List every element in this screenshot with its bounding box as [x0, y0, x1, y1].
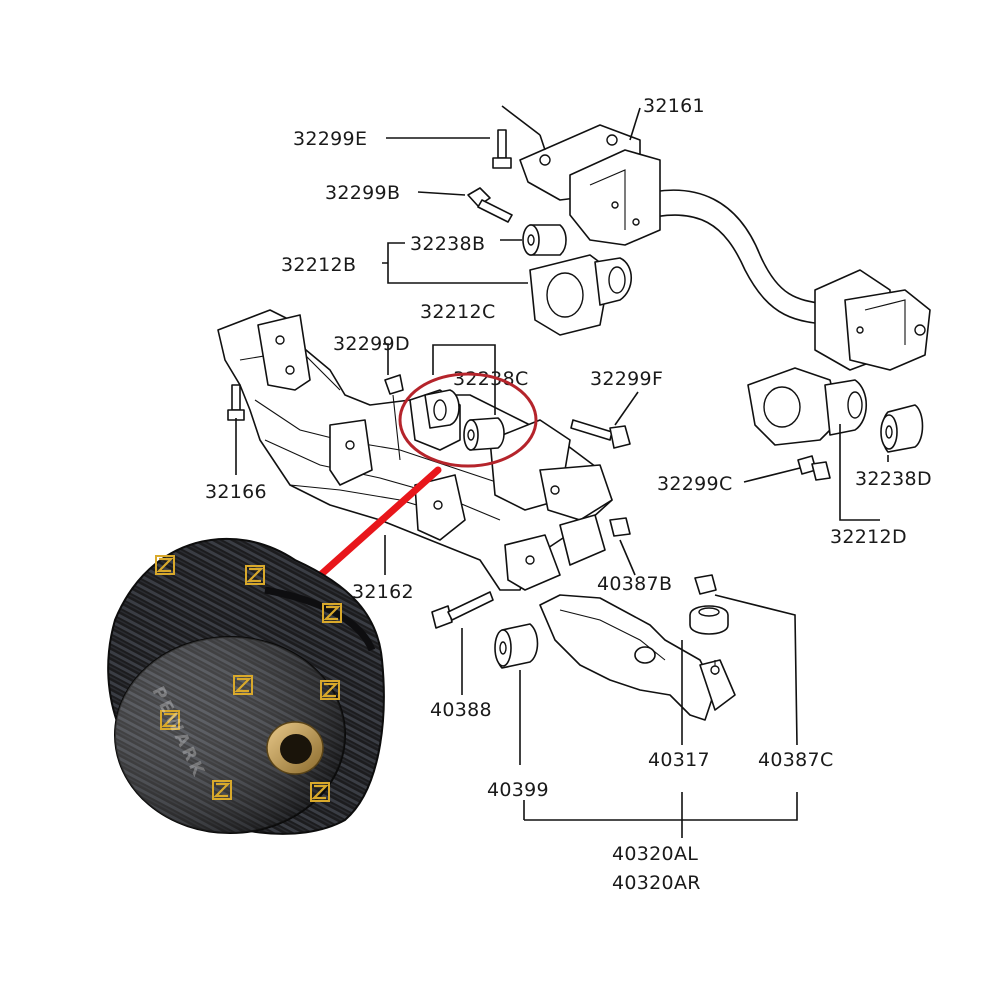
label-32238d: 32238D [855, 468, 932, 490]
part-labels: 32161 32299E 32299B 32238B 32212B 32212C… [205, 95, 932, 894]
label-32161: 32161 [643, 95, 705, 117]
label-32212c: 32212C [420, 301, 496, 323]
logo-mark-icon [320, 680, 340, 700]
logo-mark-icon [310, 782, 330, 802]
label-40317: 40317 [648, 749, 710, 771]
bolt-40388 [431, 591, 494, 629]
label-32238b: 32238B [410, 233, 485, 255]
label-32299e: 32299E [293, 128, 367, 150]
leader-lines [235, 105, 889, 838]
logo-mark-icon [233, 675, 253, 695]
logo-mark-icon [160, 710, 180, 730]
label-40399: 40399 [487, 779, 549, 801]
highlight-circle [398, 372, 538, 468]
logo-mark-icon [155, 555, 175, 575]
label-32299b: 32299B [325, 182, 400, 204]
label-40388: 40388 [430, 699, 492, 721]
label-32162: 32162 [352, 581, 414, 603]
bushing-32238d [880, 404, 924, 453]
stabilizer-bar [519, 124, 931, 371]
logo-mark-icon [245, 565, 265, 585]
mount-32212c [409, 389, 505, 451]
logo-mark-icon [322, 603, 342, 623]
bolt-32299c [797, 455, 831, 481]
nut-40387c [694, 574, 717, 595]
label-32299d: 32299D [333, 333, 410, 355]
label-40387b: 40387B [597, 573, 672, 595]
bracket-32212b [529, 254, 633, 336]
bolt-32299d [384, 374, 404, 461]
label-40320ar: 40320AR [612, 872, 701, 894]
label-40387c: 40387C [758, 749, 834, 771]
bracket-32212d [747, 367, 867, 446]
brand-logo-icon [155, 555, 342, 802]
label-32166: 32166 [205, 481, 267, 503]
bolt-32166 [227, 384, 245, 421]
lower-control-arm [539, 594, 736, 721]
bolt-32299b [467, 187, 513, 223]
bolt-32299e [492, 129, 512, 169]
logo-mark-icon [212, 780, 232, 800]
label-32299c: 32299C [657, 473, 733, 495]
bushing-photo: PEWARK [107, 537, 385, 835]
dust-seal-40317 [689, 605, 729, 635]
label-32299f: 32299F [590, 368, 663, 390]
label-32212b: 32212B [281, 254, 356, 276]
bolt-32299f [570, 419, 631, 449]
bushing-40399 [494, 623, 539, 669]
bushing-32238b [522, 224, 567, 256]
label-32212d: 32212D [830, 526, 907, 548]
nut-40387b [609, 517, 631, 537]
label-40320al: 40320AL [612, 843, 698, 865]
